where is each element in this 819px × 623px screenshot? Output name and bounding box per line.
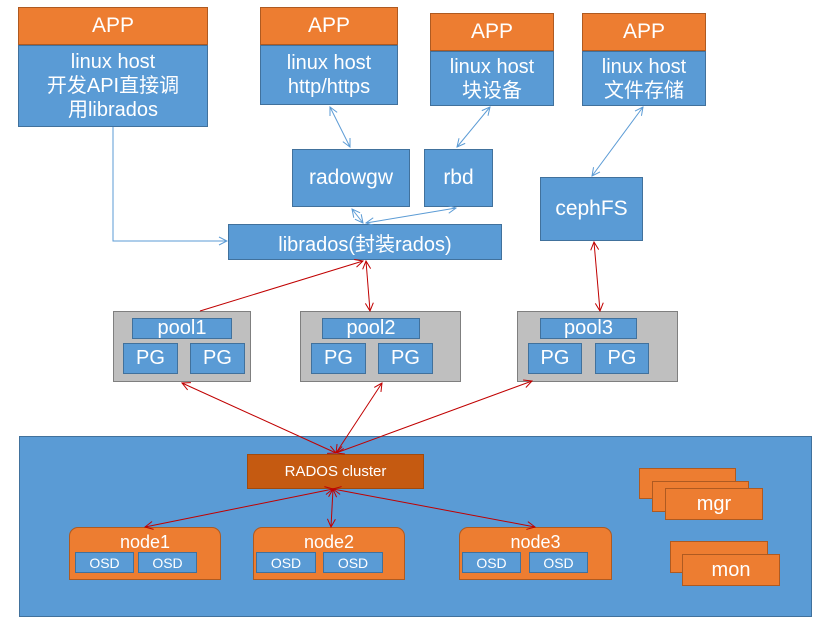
- cephfs-box: cephFS: [540, 177, 643, 241]
- app2-line1: linux host: [286, 52, 372, 74]
- pool2-pg2: PG: [378, 343, 433, 374]
- rados-cluster-box: RADOS cluster: [247, 454, 424, 489]
- arrow-pool1-librados: [199, 261, 363, 312]
- app4-header: APP: [582, 13, 706, 51]
- pool3-pg1: PG: [528, 343, 582, 374]
- app3-header: APP: [430, 13, 554, 51]
- arrow-app3-rbd: [457, 107, 490, 147]
- arrow-app2-radowgw: [330, 107, 350, 147]
- pool3-label: pool3: [540, 317, 637, 339]
- app1-line2: 开发API直接调: [46, 75, 180, 97]
- node3-label: node3: [510, 531, 561, 552]
- app4-line1: linux host: [601, 55, 687, 78]
- app2-line2: http/https: [287, 76, 371, 98]
- arrow-pool3-cephfs: [594, 242, 600, 311]
- arrow-app4-cephfs: [592, 107, 643, 176]
- app4-line2: 文件存储: [604, 79, 684, 102]
- app2-body: linux host http/https: [260, 45, 398, 105]
- node2-osd2: OSD: [323, 552, 383, 573]
- app4-body: linux host 文件存储: [582, 51, 706, 106]
- arrow-pool2-librados: [366, 261, 370, 311]
- pool2-pg1: PG: [311, 343, 366, 374]
- pool1-pg2: PG: [190, 343, 245, 374]
- arrow-radowgw-librados: [352, 209, 363, 223]
- mon-box: mon: [682, 554, 780, 586]
- librados-box: librados(封装rados): [228, 224, 502, 260]
- pool1-pg1: PG: [123, 343, 178, 374]
- node1-osd2: OSD: [138, 552, 197, 573]
- mgr-box: mgr: [665, 488, 763, 520]
- node3-osd1: OSD: [462, 552, 521, 573]
- arrow-rbd-librados: [366, 208, 456, 223]
- app1-line3: 用librados: [67, 99, 159, 121]
- app1-header: APP: [18, 7, 208, 45]
- app1-line1: linux host: [70, 51, 156, 73]
- app2-header: APP: [260, 7, 398, 45]
- app3-line1: linux host: [449, 55, 535, 78]
- node1-osd1: OSD: [75, 552, 134, 573]
- app3-body: linux host 块设备: [430, 51, 554, 106]
- arrow-app1-librados: [112, 127, 227, 241]
- rbd-box: rbd: [424, 149, 493, 207]
- node2-label: node2: [303, 531, 355, 552]
- pool2-label: pool2: [322, 317, 420, 339]
- pool3-pg2: PG: [595, 343, 649, 374]
- node2-osd1: OSD: [256, 552, 316, 573]
- radowgw-box: radowgw: [292, 149, 410, 207]
- node3-osd2: OSD: [529, 552, 588, 573]
- pool1-label: pool1: [132, 317, 232, 339]
- app3-line2: 块设备: [462, 79, 522, 102]
- app1-body: linux host 开发API直接调 用librados: [18, 45, 208, 127]
- node1-label: node1: [119, 531, 171, 552]
